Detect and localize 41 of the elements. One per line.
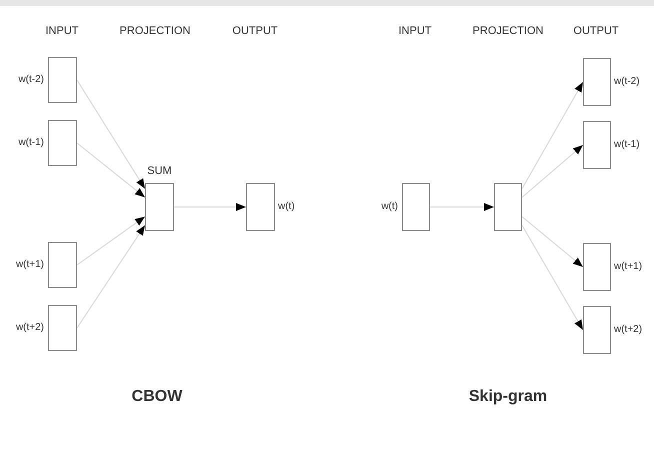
vector-box: [494, 183, 522, 231]
column-heading: PROJECTION: [472, 25, 544, 37]
vector-box: [48, 305, 77, 351]
word-label: w(t-1): [18, 137, 44, 149]
model-caption: CBOW: [132, 388, 182, 406]
model-caption: Skip-gram: [468, 388, 548, 406]
arrow: [76, 142, 146, 198]
vector-box: [583, 58, 611, 106]
vector-box: [48, 120, 77, 166]
word-label: w(t+2): [16, 322, 44, 334]
word-label: w(t-1): [614, 139, 640, 151]
column-heading: OUTPUT: [232, 25, 278, 37]
vector-box: [246, 183, 275, 231]
word-label: w(t): [381, 201, 398, 213]
arrow: [76, 80, 146, 190]
arrow: [430, 203, 494, 211]
vector-box: [48, 242, 77, 288]
word-label: w(t+1): [614, 261, 642, 273]
word-label: w(t-2): [614, 76, 640, 88]
arrow: [522, 82, 584, 190]
column-heading: INPUT: [398, 25, 432, 37]
vector-box: [583, 243, 611, 291]
vector-box: [583, 121, 611, 169]
word-label: w(t): [278, 201, 295, 213]
layer-label: SUM: [147, 165, 172, 177]
vector-box: [48, 57, 77, 103]
word-label: w(t+2): [614, 324, 642, 336]
arrow: [76, 216, 146, 266]
arrow: [76, 224, 146, 328]
column-heading: PROJECTION: [120, 25, 190, 37]
word-label: w(t+1): [16, 259, 44, 271]
vector-box: [145, 183, 174, 231]
arrow: [522, 224, 584, 330]
vector-box: [402, 183, 430, 231]
arrow: [522, 216, 584, 268]
arrow: [174, 203, 246, 211]
column-heading: OUTPUT: [573, 25, 619, 37]
vector-box: [583, 306, 611, 354]
arrow: [522, 144, 584, 198]
word-label: w(t-2): [18, 74, 44, 86]
column-heading: INPUT: [46, 25, 78, 37]
